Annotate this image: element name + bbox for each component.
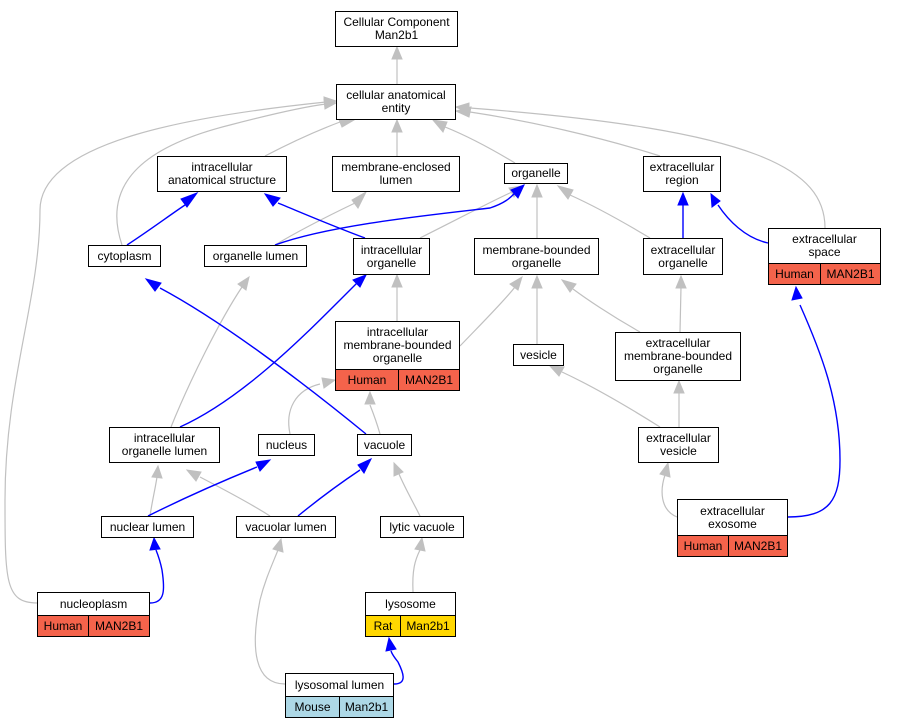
node-label: intracellular membrane-bounded organelle [343,325,452,365]
edge-vesicle-mbo [531,274,543,344]
node-vesicle[interactable]: vesicle [513,344,564,366]
node-label: nucleoplasm [59,596,128,611]
edge-exspace-cae [454,102,826,229]
edge-root-cae [391,45,403,84]
edge-iol-icorg [179,274,368,428]
edge-vacuole-imbo [364,390,381,435]
gene-cell: MAN2B1 [728,536,787,556]
edge-exves-vesicle [548,365,661,428]
edge-vaclum-vacuole [297,457,373,517]
edge-icorg-org [419,185,524,239]
edge-exo-exves [659,461,678,518]
node-intracellular-organelle-lumen[interactable]: intracellular organelle lumen [109,427,220,463]
node-extracellular-membrane-bounded-organelle[interactable]: extracellular membrane-bounded organelle [615,332,741,381]
node-label: lysosomal lumen [294,677,385,692]
edge-imbo-mbo [459,275,523,347]
edge-cyto-ias [126,191,199,246]
annotation-row: Human MAN2B1 [38,615,149,636]
gene-cell: MAN2B1 [398,370,459,390]
node-membrane-enclosed-lumen[interactable]: membrane-enclosed lumen [332,156,460,192]
node-cellular-component[interactable]: Cellular Component Man2b1 [335,11,458,47]
node-vacuole[interactable]: vacuole [357,434,412,456]
edge-orglumen-org [274,184,525,246]
species-cell: Human [683,538,723,553]
edge-orglumen-mel [274,190,368,246]
edge-ias-cae [264,116,356,157]
node-label: extracellular exosome [700,503,765,531]
edge-exves-embo [673,379,685,427]
edge-vacuole-cyto [144,278,367,435]
edge-vaclum-iol [185,469,271,517]
edge-embo-mbo [560,279,641,333]
edge-nuclum-iol [149,464,163,517]
edge-nucleoplasm-nuclum [149,536,165,604]
edge-lyslum-vaclum [254,537,286,685]
node-extracellular-vesicle[interactable]: extracellular vesicle [638,427,719,463]
node-lysosomal-lumen[interactable]: lysosomal lumen Mouse Man2b1 [285,673,394,718]
node-intracellular-organelle[interactable]: intracellular organelle [353,238,430,275]
edge-mel-cae [391,118,403,156]
annotation-row: Human MAN2B1 [678,535,787,556]
edge-lytvac-vacuole [393,461,421,517]
edge-mbo-org [531,183,543,238]
edge-iol-orglumen [170,275,250,428]
species-cell: Rat [373,618,393,633]
node-nuclear-lumen[interactable]: nuclear lumen [101,516,194,538]
gene-cell: Man2b1 [339,697,393,717]
node-lytic-vacuole[interactable]: lytic vacuole [380,516,464,538]
gene-cell: Man2b1 [400,616,455,636]
node-intracellular-anatomical-structure[interactable]: intracellular anatomical structure [157,156,287,192]
edge-nucleoplasm-cae [4,96,338,604]
node-extracellular-organelle[interactable]: extracellular organelle [643,238,723,275]
edge-exorg-exreg [677,191,689,238]
species-cell: Human [43,618,83,633]
node-nucleus[interactable]: nucleus [258,434,315,456]
annotation-row: Human MAN2B1 [769,263,880,284]
node-lysosome[interactable]: lysosome Rat Man2b1 [365,592,456,637]
edge-org-cae [431,119,516,164]
annotation-row: Human MAN2B1 [336,369,459,390]
edge-lysosome-lytvac [412,536,426,593]
edge-nuclum-nucleus [147,459,272,517]
node-nucleoplasm[interactable]: nucleoplasm Human MAN2B1 [37,592,150,637]
edge-icorg-ias [263,193,366,239]
node-vacuolar-lumen[interactable]: vacuolar lumen [236,516,336,538]
edge-exorg-org [556,185,651,239]
edge-exreg-cae [454,106,661,157]
node-label: lysosome [385,596,436,611]
gene-cell: MAN2B1 [820,264,880,284]
species-cell: Mouse [294,699,331,714]
node-intracellular-membrane-bounded-organelle[interactable]: intracellular membrane-bounded organelle… [335,321,460,391]
edge-imbo-icorg [391,273,403,321]
node-label: extracellular space [792,232,857,259]
node-extracellular-region[interactable]: extracellular region [643,156,721,192]
edge-lyslum-lysosome [385,636,404,685]
node-organelle-lumen[interactable]: organelle lumen [204,245,307,267]
species-cell: Human [347,372,387,387]
edge-nucleus-imbo [288,377,337,435]
node-cytoplasm[interactable]: cytoplasm [88,245,161,267]
node-extracellular-space[interactable]: extracellular space Human MAN2B1 [768,228,881,285]
species-cell: Human [775,266,814,281]
node-cellular-anatomical-entity[interactable]: cellular anatomical entity [336,84,456,120]
edge-embo-exorg [675,274,687,333]
annotation-row: Rat Man2b1 [366,615,455,636]
edge-exspace-exreg [710,192,769,244]
gene-cell: MAN2B1 [88,616,149,636]
edge-exo-exspace [787,285,841,518]
node-extracellular-exosome[interactable]: extracellular exosome Human MAN2B1 [677,499,788,557]
node-membrane-bounded-organelle[interactable]: membrane-bounded organelle [474,238,599,275]
annotation-row: Mouse Man2b1 [286,696,393,717]
node-organelle[interactable]: organelle [504,163,568,184]
